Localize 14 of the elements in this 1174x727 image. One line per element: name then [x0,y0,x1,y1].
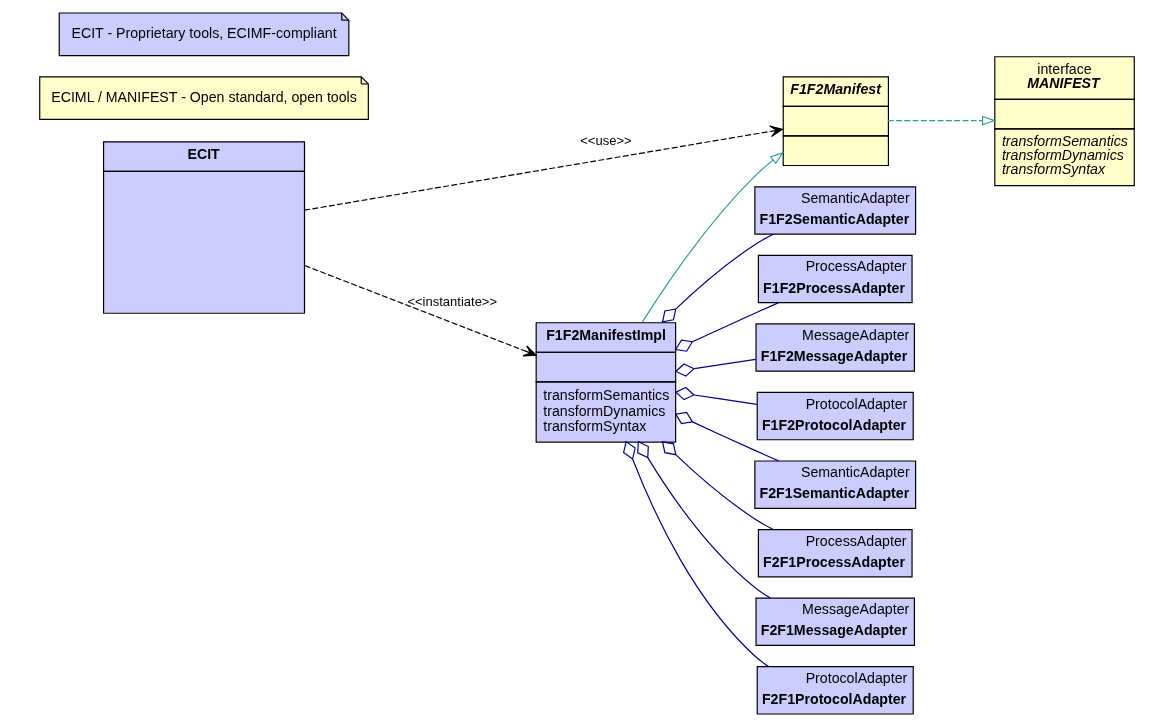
connector [661,441,774,531]
connector [674,386,758,405]
connector [622,440,770,668]
connector [674,411,780,462]
connector [674,302,780,352]
edge-label: <<instantiate>> [407,293,498,309]
arrow [641,151,785,323]
connector [674,358,757,377]
arrow [304,265,537,357]
arrow [303,125,783,211]
connector [637,440,771,599]
arrow [887,115,997,126]
edge-label: <<use>> [580,133,632,149]
connector [661,233,774,323]
